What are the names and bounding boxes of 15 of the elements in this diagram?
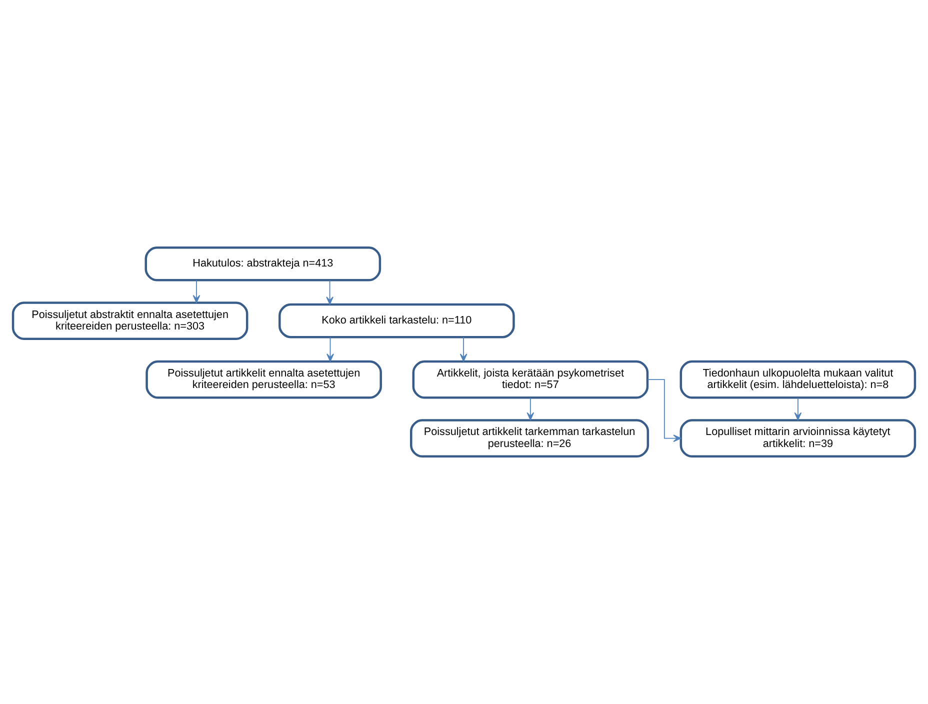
node-box: Lopulliset mittarin arvioinnissa käytetyt artikkelit: n=39 — [680, 419, 916, 458]
arrow — [526, 397, 534, 420]
arrow — [326, 280, 334, 305]
arrow — [794, 397, 802, 420]
node-box: Artikkelit, joista kerätään psykometriset tiedot: n=57 — [412, 360, 649, 399]
node-box: Koko artikkeli tarkastelu: n=110 — [278, 303, 515, 338]
node-box: Hakutulos: abstrakteja n=413 — [144, 246, 382, 282]
arrow — [647, 379, 682, 442]
arrow — [460, 336, 468, 362]
arrow — [326, 336, 334, 362]
node-box: Tiedonhaun ulkopuolelta mukaan valitut artikkelit (esim. lähdeluetteloista): n=8 — [680, 360, 916, 399]
node-box: Poissuljetut abstraktit ennalta asetettujen kriteereiden perusteella: n=303 — [12, 302, 248, 340]
node-box: Poissuljetut artikkelit ennalta asetettujen kriteereiden perusteella: n=53 — [146, 360, 382, 399]
arrow — [192, 280, 200, 304]
node-box: Poissuljetut artikkelit tarkemman tarkastelun perusteella: n=26 — [410, 419, 650, 458]
